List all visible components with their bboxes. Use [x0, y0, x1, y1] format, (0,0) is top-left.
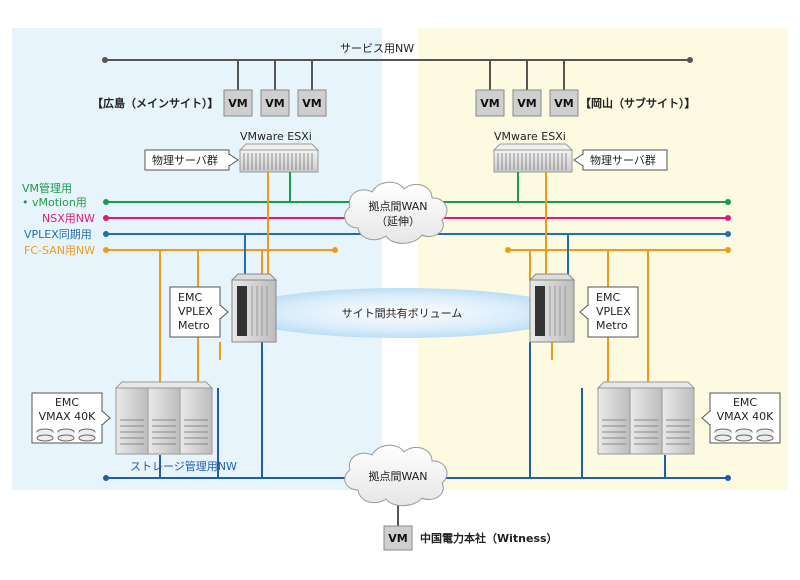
left-vplex-callout: EMC VPLEX Metro	[169, 286, 229, 338]
vplex-label-line3: Metro	[596, 319, 628, 332]
vm-box: VM	[549, 89, 579, 117]
right-physical-server-callout: 物理サーバ群	[573, 149, 668, 171]
vm-label: VM	[302, 97, 321, 110]
extended-wan-cloud: 拠点間WAN （延伸）	[344, 181, 448, 244]
vm-box: VM	[223, 89, 253, 117]
vplex-label-line1: EMC	[596, 291, 620, 304]
vmax-label-line1: EMC	[733, 396, 757, 409]
storage-mgmt-label: ストレージ管理用NW	[130, 459, 237, 473]
left-esxi-label: VMware ESXi	[240, 130, 312, 143]
wan-label: 拠点間WAN	[368, 470, 427, 483]
vm-box: VM	[297, 89, 327, 117]
vplex-label-line2: VPLEX	[178, 305, 213, 318]
physical-servers-label: 物理サーバ群	[590, 153, 656, 167]
service-network-endpoint	[102, 57, 108, 63]
shared-volume: サイト間共有ボリューム	[234, 288, 570, 338]
right-vplex-device	[528, 273, 576, 343]
right-site-label: 【岡山（サブサイト）】	[580, 96, 696, 110]
vm-label: VM	[517, 97, 536, 110]
vm-label: VM	[388, 532, 407, 545]
physical-servers-label: 物理サーバ群	[152, 153, 218, 167]
vm-box: VM	[475, 89, 505, 117]
left-vmax-storage	[114, 381, 214, 455]
vm-label: VM	[228, 97, 247, 110]
wan-cloud: 拠点間WAN	[344, 444, 448, 507]
witness-vm-box: VM	[383, 525, 413, 551]
fc-san-label: FC-SAN用NW	[24, 244, 95, 257]
extended-wan-label-line1: 拠点間WAN	[368, 200, 427, 213]
vmax-label-line1: EMC	[55, 396, 79, 409]
disk-icons	[36, 428, 96, 442]
left-physical-server-callout: 物理サーバ群	[144, 149, 239, 171]
left-vmax-callout: EMC VMAX 40K	[31, 392, 111, 444]
vmax-label-line2: VMAX 40K	[717, 410, 775, 423]
vmotion-label: • vMotion用	[22, 196, 87, 209]
right-vmax-storage	[596, 381, 696, 455]
vm-mgmt-label: VM管理用	[22, 181, 72, 195]
left-site-label: 【広島（メインサイト）】	[92, 96, 219, 110]
nsx-label: NSX用NW	[42, 212, 95, 225]
vplex-label-line1: EMC	[178, 291, 202, 304]
vm-connectors	[237, 60, 565, 90]
vplex-label-line2: VPLEX	[596, 305, 631, 318]
fc-san-network	[103, 247, 731, 253]
vplex-sync-label: VPLEX同期用	[24, 228, 92, 241]
extended-wan-label-line2: （延伸）	[376, 215, 420, 228]
vm-label: VM	[265, 97, 284, 110]
right-physical-server	[492, 143, 574, 173]
vm-label: VM	[480, 97, 499, 110]
disk-icons	[714, 428, 774, 442]
vmax-label-line2: VMAX 40K	[39, 410, 97, 423]
vm-box: VM	[512, 89, 542, 117]
shared-volume-label: サイト間共有ボリューム	[342, 306, 463, 320]
witness-label: 中国電力本社（Witness）	[420, 531, 558, 545]
service-network-endpoint	[687, 57, 693, 63]
left-vplex-device	[230, 273, 278, 343]
right-vmax-callout: EMC VMAX 40K	[701, 392, 781, 444]
vplex-label-line3: Metro	[178, 319, 210, 332]
right-vplex-callout: EMC VPLEX Metro	[579, 286, 639, 338]
left-physical-server	[238, 143, 320, 173]
right-esxi-label: VMware ESXi	[494, 130, 566, 143]
vm-label: VM	[554, 97, 573, 110]
vm-box: VM	[260, 89, 290, 117]
service-network-label: サービス用NW	[340, 42, 414, 55]
